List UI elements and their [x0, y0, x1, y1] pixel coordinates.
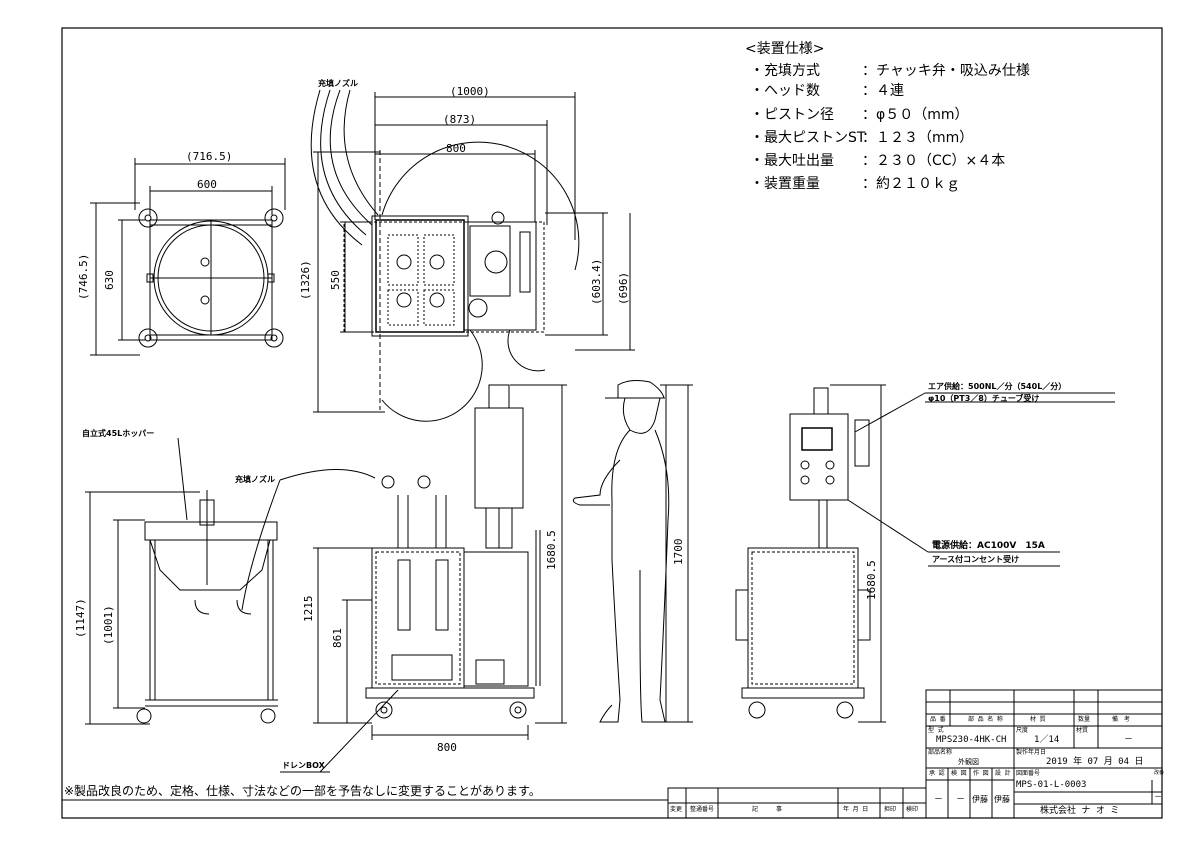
dim-height-1147: (1147): [74, 598, 87, 638]
label-nozzle-top: 充填ノズル: [318, 79, 358, 88]
machine-plan-view: [310, 89, 635, 422]
dim-height-603: (603.4): [590, 258, 603, 305]
label-hopper: 自立式45Lホッパー: [82, 429, 155, 438]
tb-header-material: 材 質: [1030, 716, 1046, 723]
spec-label-heads: ・ヘッド数: [750, 83, 820, 99]
title-block-lines: [925, 689, 1163, 819]
tb-date-value: 2019 年 07 月 04 日: [1046, 757, 1144, 767]
spec-value-heads: ：４連: [862, 83, 904, 99]
tb-draw-value: 伊藤: [972, 795, 988, 804]
rev-header-inspection: 検印: [906, 806, 919, 813]
tb-header-part-no: 品 番: [930, 716, 946, 723]
dim-height-1215: 1215: [302, 595, 315, 623]
rev-header-change: 変更: [670, 806, 683, 813]
spec-label-fill-method: ・充填方式: [750, 63, 820, 79]
spec-heading: <装置仕様>: [745, 41, 825, 57]
tb-revision-label: 改番: [1154, 770, 1165, 776]
dim-height-550: 550: [329, 270, 342, 290]
notice-text: ※製品改良のため、定格、仕様、寸法などの一部を予告なしに変更することがあります。: [64, 784, 541, 798]
tb-part-name-label: 部品名称: [928, 749, 953, 756]
rev-header-description: 記 事: [752, 806, 783, 813]
rev-header-number: 整通番号: [690, 806, 715, 813]
label-power-supply: 電源供給：AC100V 15A: [932, 541, 1045, 551]
dim-height-746: (746.5): [77, 253, 90, 300]
tb-header-quantity: 数量: [1078, 716, 1091, 723]
dim-width-1000: (1000): [450, 85, 490, 98]
label-grounded-outlet: アース付コンセント受け: [932, 555, 1020, 564]
machine-side-view: [735, 384, 1115, 723]
tb-header-remarks: 備 考: [1112, 716, 1131, 723]
tb-material-value: －: [1124, 735, 1134, 745]
dim-height-1680-front: 1680.5: [545, 530, 558, 570]
spec-value-discharge: ：２３０（CC）×４本: [862, 153, 1006, 169]
dim-height-861: 861: [331, 628, 344, 648]
dim-height-1700: 1700: [672, 538, 685, 566]
dim-height-696: (696): [617, 271, 630, 305]
spec-label-weight: ・装置重量: [750, 176, 820, 192]
dim-width-800-bottom: 800: [437, 741, 457, 754]
tb-draw-label: 作 図: [973, 770, 989, 777]
label-nozzle-front: 充填ノズル: [235, 475, 275, 484]
dim-height-1326: (1326): [299, 260, 312, 300]
revision-block-lines: [667, 787, 927, 819]
spec-value-weight: ：約２１０ｋｇ: [862, 176, 960, 192]
tb-date-label: 製作年月日: [1016, 749, 1047, 756]
tb-model-label: 型 式: [928, 727, 944, 734]
spec-label-piston-dia: ・ピストン径: [750, 107, 834, 123]
dim-width-873: (873): [443, 113, 477, 126]
rev-header-responsible: 担印: [884, 806, 897, 813]
tb-design-value: 伊藤: [994, 795, 1010, 804]
person-figure: [572, 380, 693, 723]
dim-width-800-top: 800: [446, 142, 466, 155]
tb-check-value: －: [956, 795, 966, 805]
tb-revision-value: －: [1154, 792, 1162, 801]
tb-check-label: 検 図: [951, 770, 967, 777]
dim-width-716: (716.5): [186, 150, 233, 163]
tb-scale-value: 1／14: [1034, 735, 1060, 745]
tb-company: 株式会社 ナ オ ミ: [1040, 806, 1120, 816]
tb-design-label: 設 計: [995, 770, 1011, 777]
dim-width-600: 600: [197, 178, 217, 191]
dim-height-630: 630: [103, 270, 116, 290]
spec-value-stroke: ：１２３（mm）: [862, 130, 974, 146]
label-air-supply: エア供給：500NL／分（540L／分）: [928, 382, 1067, 391]
label-drain-box: ドレンBOX: [282, 761, 325, 770]
tb-header-part-name: 部 品 名 称: [968, 716, 1003, 723]
hopper-front-view: [85, 437, 281, 725]
tb-model-value: MPS230-4HK-CH: [936, 735, 1007, 745]
dim-height-1001: (1001): [102, 605, 115, 645]
spec-label-discharge: ・最大吐出量: [750, 153, 834, 169]
tb-drawing-no-value: MPS-01-L-0003: [1016, 780, 1087, 790]
tb-approve-value: －: [934, 795, 944, 805]
spec-value-piston-dia: ：φ５０（mm）: [862, 107, 969, 123]
tb-drawing-no-label: 図面番号: [1016, 770, 1041, 777]
tb-scale-label: 尺度: [1016, 727, 1029, 734]
rev-header-date: 年 月 日: [843, 806, 869, 813]
tb-material-label: 材質: [1076, 727, 1089, 734]
dim-height-1680-side: 1680.5: [865, 560, 878, 600]
tb-part-name-value: 外観図: [958, 758, 979, 766]
machine-front-view: [279, 384, 567, 773]
tb-approve-label: 承 認: [929, 770, 945, 777]
spec-label-stroke: ・最大ピストンST: [750, 130, 866, 146]
spec-value-fill-method: ：チャッキ弁・吸込み仕様: [862, 63, 1030, 79]
hopper-plan-view: [90, 158, 286, 356]
label-tube: φ10（PT3／8）チューブ受け: [928, 394, 1040, 403]
sheet-frame: [61, 27, 1163, 819]
